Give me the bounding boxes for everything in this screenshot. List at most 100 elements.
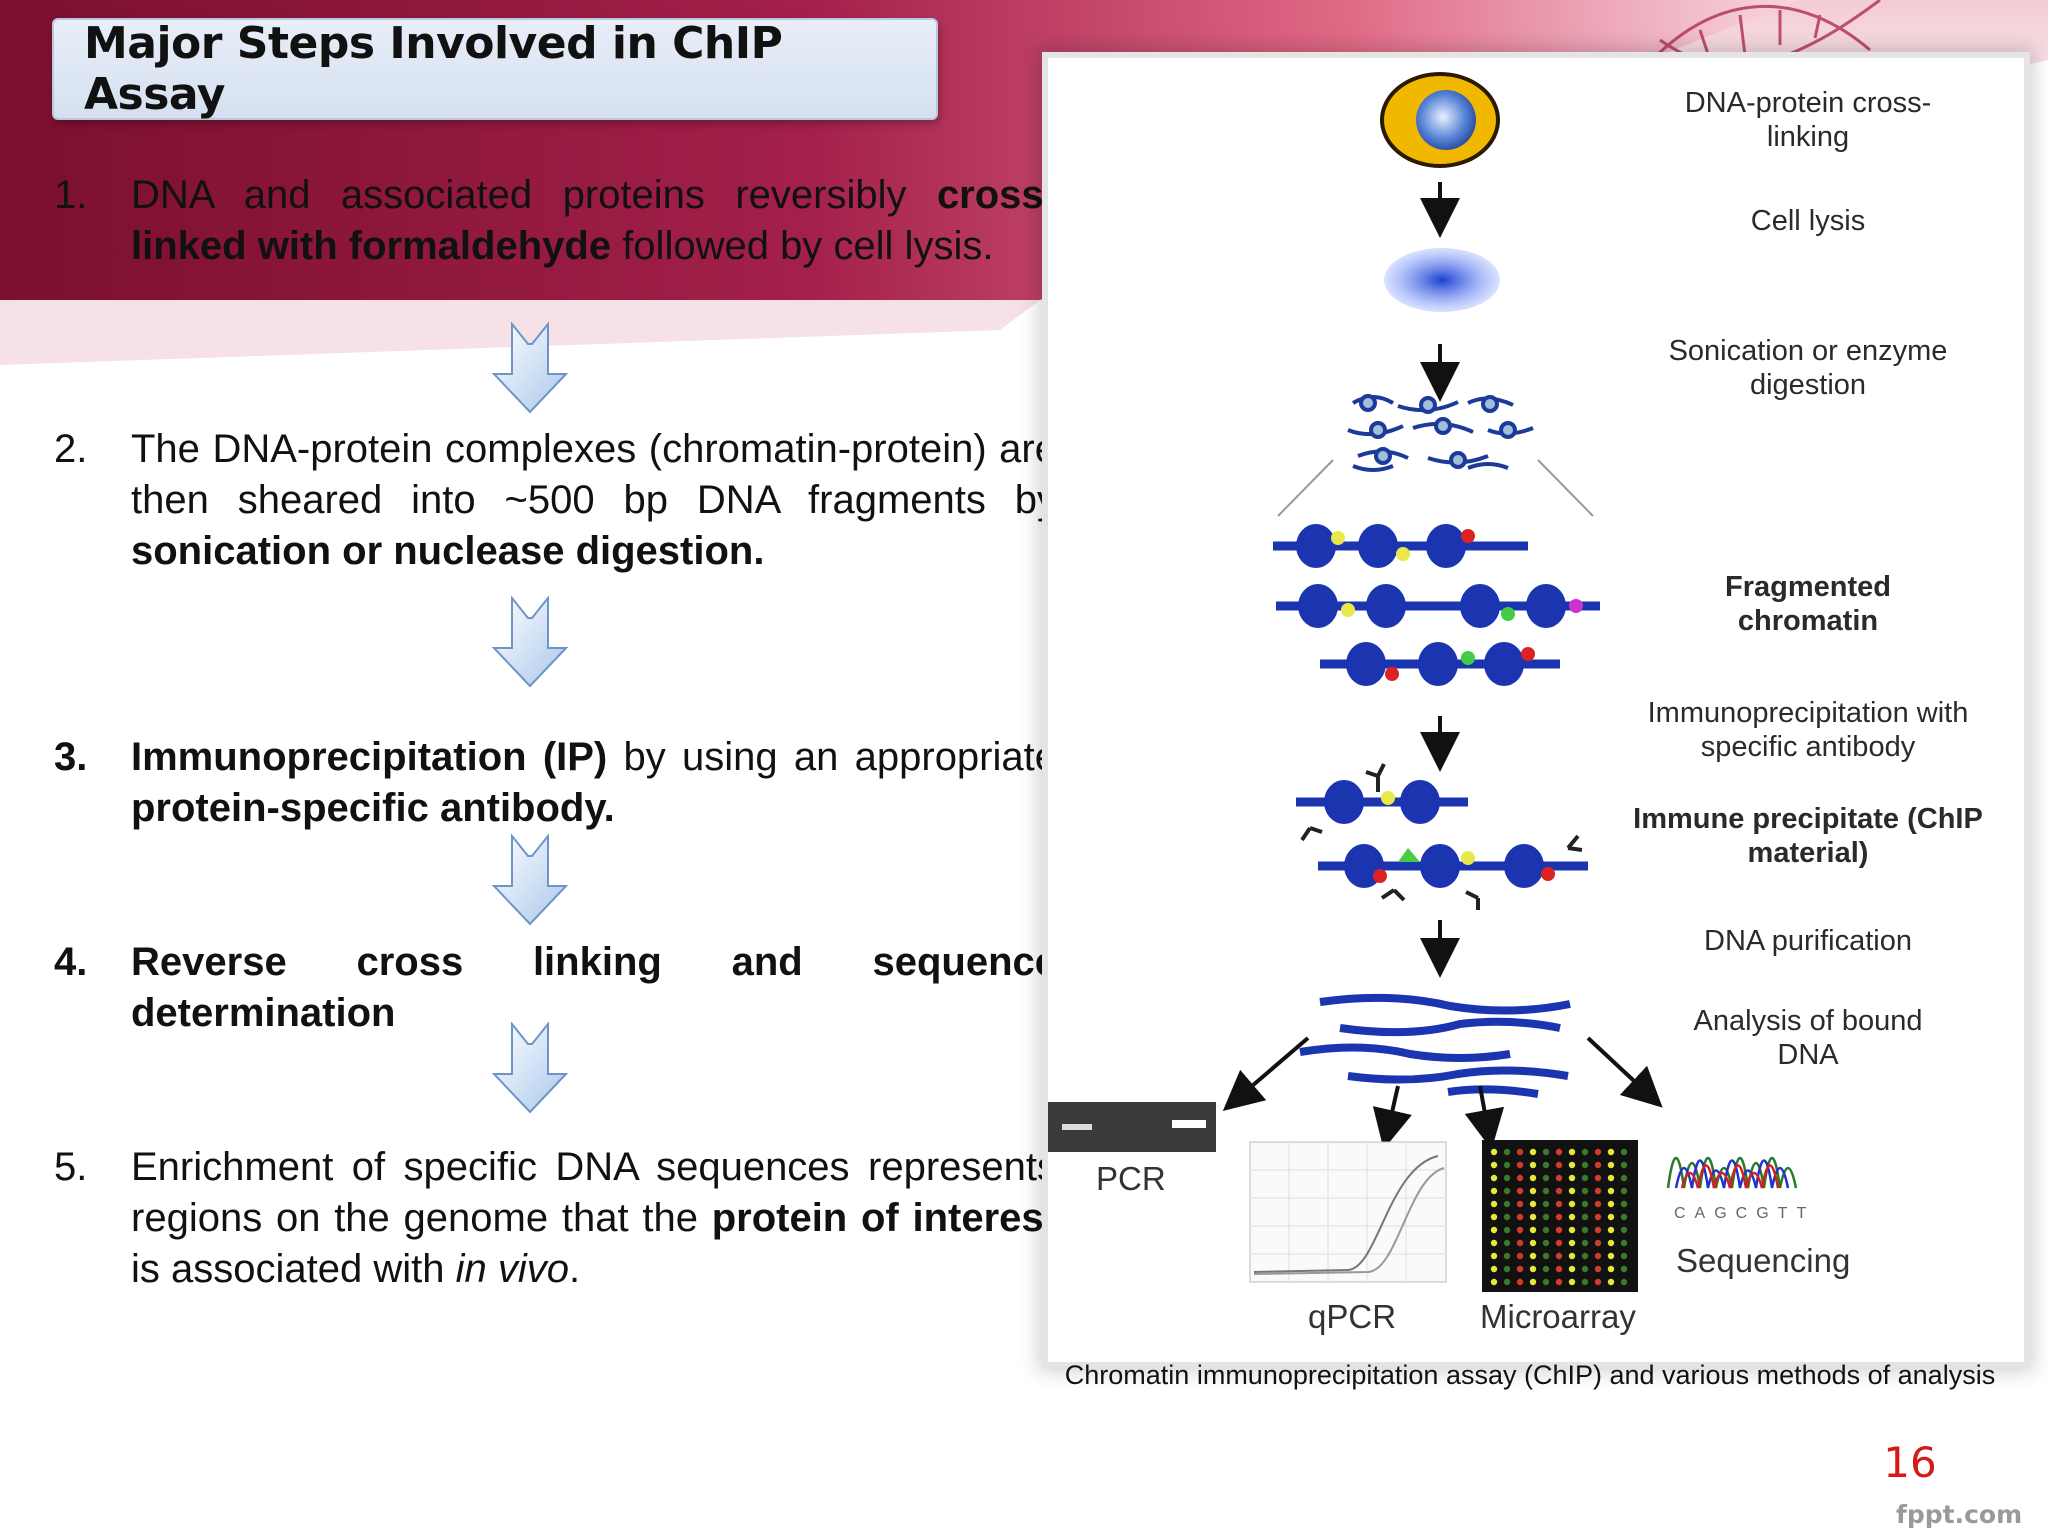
step-number: 5. bbox=[54, 1145, 88, 1189]
microarray-spot bbox=[1516, 1278, 1524, 1286]
microarray-spot bbox=[1620, 1226, 1628, 1234]
microarray-spot bbox=[1581, 1265, 1589, 1273]
microarray-spot bbox=[1503, 1226, 1511, 1234]
step-text: Reverse cross linking and sequence deter… bbox=[131, 937, 1057, 1039]
microarray-spot bbox=[1620, 1252, 1628, 1260]
microarray-spot bbox=[1620, 1213, 1628, 1221]
microarray-spot bbox=[1516, 1226, 1524, 1234]
step-number: 1. bbox=[54, 173, 88, 217]
microarray-spot bbox=[1594, 1148, 1602, 1156]
microarray-spot bbox=[1490, 1239, 1498, 1247]
microarray-spot bbox=[1503, 1174, 1511, 1182]
microarray-spot bbox=[1490, 1265, 1498, 1273]
label-ip: Immunoprecipitation with specific antibo… bbox=[1647, 697, 1969, 763]
qpcr-plot-icon bbox=[1249, 1141, 1447, 1283]
step-text-part: The DNA-protein complexes (chromatin-pro… bbox=[131, 427, 1057, 522]
microarray-spot bbox=[1607, 1200, 1615, 1208]
microarray-spot bbox=[1594, 1200, 1602, 1208]
microarray-spot bbox=[1490, 1161, 1498, 1169]
microarray-spot bbox=[1529, 1213, 1537, 1221]
label-lysis: Cell lysis bbox=[1750, 205, 1866, 237]
microarray-spot bbox=[1503, 1265, 1511, 1273]
down-arrow-icon bbox=[492, 1022, 568, 1114]
microarray-spot bbox=[1568, 1213, 1576, 1221]
microarray-spot bbox=[1542, 1239, 1550, 1247]
microarray-spot bbox=[1581, 1200, 1589, 1208]
microarray-spot bbox=[1503, 1213, 1511, 1221]
microarray-spot bbox=[1490, 1226, 1498, 1234]
microarray-spot bbox=[1581, 1226, 1589, 1234]
microarray-spot bbox=[1555, 1226, 1563, 1234]
microarray-spot bbox=[1529, 1148, 1537, 1156]
microarray-spot bbox=[1503, 1278, 1511, 1286]
microarray-spot bbox=[1594, 1252, 1602, 1260]
microarray-spot bbox=[1594, 1226, 1602, 1234]
protein-markers-icon bbox=[1331, 529, 1583, 681]
down-arrow-icon bbox=[492, 322, 568, 414]
dna-fragments-icon bbox=[1347, 394, 1534, 472]
microarray-spot bbox=[1490, 1213, 1498, 1221]
microarray-spot bbox=[1568, 1226, 1576, 1234]
microarray-spot bbox=[1620, 1187, 1628, 1195]
down-arrow-icon bbox=[492, 596, 568, 688]
chip-figure: CAGCGTT DNA-protein cross-linking Cell l… bbox=[1048, 58, 2024, 1362]
microarray-spot bbox=[1516, 1161, 1524, 1169]
step-text-part: cross-linked with formaldehyde bbox=[131, 173, 1057, 268]
microarray-spot bbox=[1490, 1174, 1498, 1182]
microarray-spot bbox=[1555, 1278, 1563, 1286]
watermark-text: fppt.com bbox=[1896, 1500, 2023, 1529]
flow-arrow bbox=[1222, 1036, 1310, 1112]
antibody-icon bbox=[1300, 763, 1583, 910]
microarray-spot bbox=[1581, 1161, 1589, 1169]
step-text: Enrichment of specific DNA sequences rep… bbox=[131, 1142, 1057, 1295]
microarray-spot bbox=[1529, 1252, 1537, 1260]
step-text: DNA and associated proteins reversibly c… bbox=[131, 170, 1057, 272]
microarray-spot bbox=[1542, 1265, 1550, 1273]
microarray-spot bbox=[1490, 1278, 1498, 1286]
purified-dna-icon bbox=[1299, 993, 1571, 1098]
step-text: The DNA-protein complexes (chromatin-pro… bbox=[131, 424, 1057, 577]
microarray-spot bbox=[1490, 1200, 1498, 1208]
label-crosslinking: DNA-protein cross-linking bbox=[1684, 87, 1932, 153]
step-text-part: Enrichment of specific DNA sequences rep… bbox=[131, 1145, 1057, 1240]
microarray-spot bbox=[1542, 1187, 1550, 1195]
microarray-spot bbox=[1503, 1200, 1511, 1208]
microarray-spot bbox=[1620, 1161, 1628, 1169]
microarray-spot bbox=[1503, 1161, 1511, 1169]
microarray-spot bbox=[1529, 1187, 1537, 1195]
method-pcr: PCR bbox=[1096, 1160, 1166, 1197]
microarray-spot bbox=[1607, 1148, 1615, 1156]
step-text-part: Reverse cross linking and sequence deter… bbox=[131, 940, 1057, 1035]
microarray-spot bbox=[1607, 1265, 1615, 1273]
step-number: 3. bbox=[54, 735, 88, 779]
microarray-spot bbox=[1555, 1200, 1563, 1208]
step-number: 4. bbox=[54, 940, 88, 984]
microarray-spot bbox=[1516, 1148, 1524, 1156]
nucleosome-icon bbox=[1296, 524, 1566, 686]
microarray-spot bbox=[1490, 1187, 1498, 1195]
label-purification: DNA purification bbox=[1704, 925, 1912, 957]
microarray-spot bbox=[1581, 1239, 1589, 1247]
microarray-icon bbox=[1482, 1140, 1638, 1292]
microarray-spot bbox=[1594, 1187, 1602, 1195]
microarray-spot bbox=[1503, 1252, 1511, 1260]
microarray-spot bbox=[1607, 1252, 1615, 1260]
method-sequencing: Sequencing bbox=[1676, 1242, 1851, 1279]
microarray-spot bbox=[1503, 1148, 1511, 1156]
pcr-gel-icon bbox=[1048, 1102, 1216, 1152]
flow-arrow bbox=[1464, 1085, 1505, 1150]
sequence-letters: CAGCGTT bbox=[1674, 1205, 1815, 1222]
sequencing-trace-icon bbox=[1666, 1156, 1798, 1189]
flow-arrow bbox=[1586, 1036, 1663, 1108]
microarray-spot bbox=[1620, 1200, 1628, 1208]
microarray-spot bbox=[1568, 1174, 1576, 1182]
chip-diagram: CAGCGTT bbox=[1048, 72, 1815, 1292]
step-text-part: followed by cell lysis. bbox=[611, 224, 994, 268]
microarray-spot bbox=[1516, 1174, 1524, 1182]
microarray-spot bbox=[1542, 1213, 1550, 1221]
microarray-spot bbox=[1607, 1226, 1615, 1234]
microarray-spot bbox=[1542, 1278, 1550, 1286]
step-number: 2. bbox=[54, 427, 88, 471]
title-banner: Major Steps Involved in ChIP Assay bbox=[52, 18, 938, 120]
microarray-spot bbox=[1516, 1265, 1524, 1273]
